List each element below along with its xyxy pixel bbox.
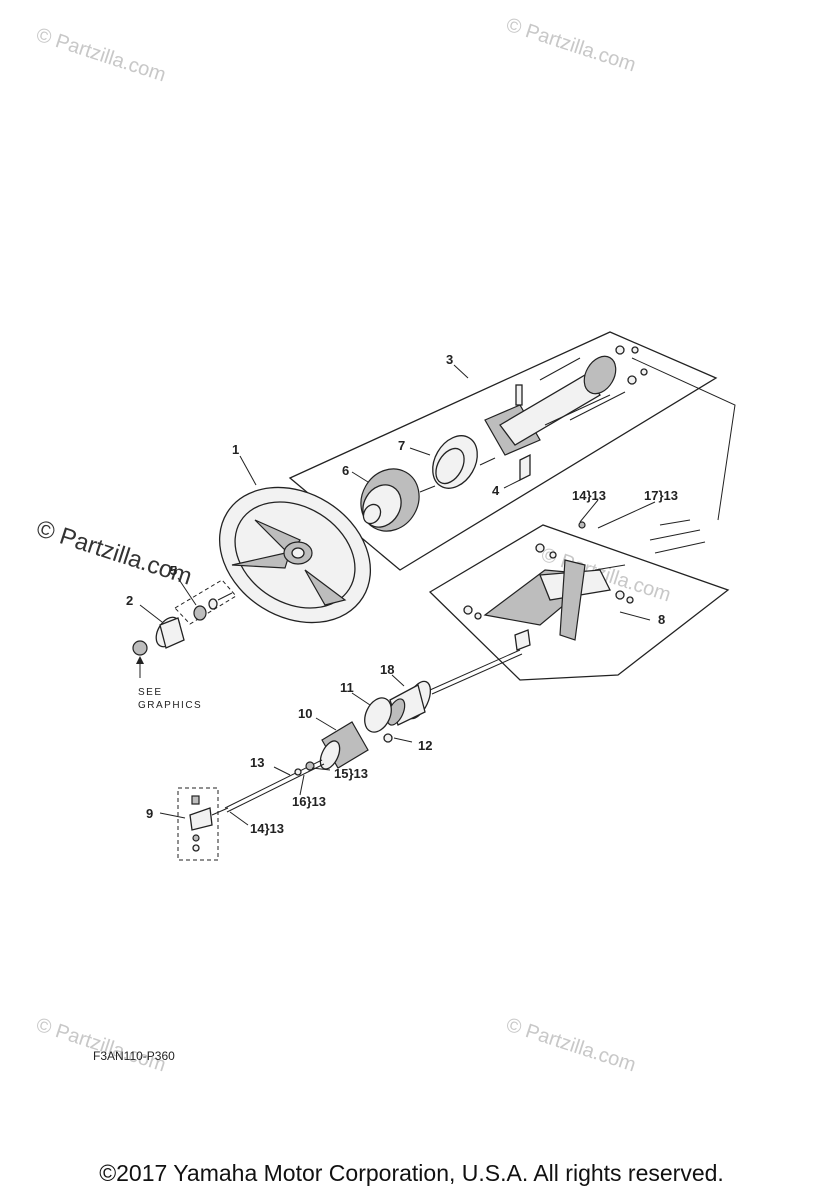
grommet: [386, 680, 432, 726]
nut-washer: [193, 592, 233, 621]
watermark-top-left: © Partzilla.com: [33, 24, 168, 87]
callout-9: 9: [146, 806, 153, 821]
see-graphics-line-2: GRAPHICS: [138, 700, 202, 711]
leader-5: [177, 577, 197, 606]
callout-15-13: 15}13: [334, 766, 368, 781]
leader-15: [311, 767, 331, 771]
cable-upper: [429, 649, 521, 691]
callout-14-13-upper: 14}13: [572, 488, 606, 503]
hose-clamp: [364, 697, 393, 743]
watermark-middle-left: © Partzilla.com: [33, 515, 195, 591]
leader-8: [619, 611, 651, 621]
cable-upper-2: [431, 653, 523, 695]
leader-3: [453, 364, 469, 379]
cable-washer: [294, 768, 302, 776]
callout-2: 2: [126, 593, 133, 608]
callout-13: 13: [250, 755, 264, 770]
part-3-group-box: [288, 331, 718, 571]
leader-14a: [579, 499, 599, 523]
copyright-notice: ©2017 Yamaha Motor Corporation, U.S.A. A…: [99, 1160, 724, 1186]
part-5-group-box: [174, 579, 237, 625]
callout-17-13: 17}13: [644, 488, 678, 503]
cable-lower: [224, 759, 323, 809]
leader-11: [351, 692, 371, 706]
cable-lower-2: [226, 763, 325, 813]
arrow-up-icon: [136, 656, 144, 664]
part-8-group-box: [428, 524, 730, 681]
watermark-bottom-right: © Partzilla.com: [503, 1014, 638, 1077]
callout-8: 8: [658, 612, 665, 627]
watermark-top-right: © Partzilla.com: [503, 14, 638, 77]
leader-17: [597, 501, 656, 529]
steering-wheel: [218, 486, 372, 624]
callout-5: 5: [170, 563, 177, 578]
leader-4: [503, 479, 521, 489]
watermark-bottom-left: © Partzilla.com: [33, 1014, 168, 1077]
steering-boot: [360, 468, 420, 532]
leader-2: [139, 604, 163, 623]
leader-6: [351, 471, 369, 483]
callout-4: 4: [492, 483, 500, 498]
callout-6: 6: [342, 463, 349, 478]
leader-14b: [229, 811, 249, 826]
cable-boot: [319, 721, 369, 770]
leader-13: [273, 766, 291, 776]
ring-cover: [432, 435, 478, 489]
leader-1: [239, 455, 257, 486]
callout-1: 1: [232, 442, 239, 457]
ball-joint: [189, 795, 229, 852]
diagram-code: F3AN110-P360: [93, 1049, 175, 1063]
callout-16-13: 16}13: [292, 794, 326, 809]
leader-9: [159, 812, 186, 819]
callout-7: 7: [398, 438, 405, 453]
leader-18: [391, 674, 405, 687]
column-assembly: [419, 345, 648, 493]
bezel-ring: [155, 616, 185, 649]
leader-12: [393, 737, 413, 743]
leader-7: [409, 447, 431, 456]
see-graphics-line-1: SEE: [138, 687, 163, 698]
callout-10: 10: [298, 706, 312, 721]
leader-line-3-8: [631, 357, 736, 521]
callout-14-13-lower: 14}13: [250, 821, 284, 836]
leader-16: [299, 774, 305, 796]
cable-nut: [305, 761, 315, 771]
callout-12: 12: [418, 738, 432, 753]
emblem-graphic-icon: [132, 640, 148, 656]
callout-18: 18: [380, 662, 394, 677]
callout-3: 3: [446, 352, 453, 367]
callout-11: 11: [340, 680, 354, 695]
leader-10: [315, 717, 337, 731]
steering-bracket: [463, 519, 706, 651]
